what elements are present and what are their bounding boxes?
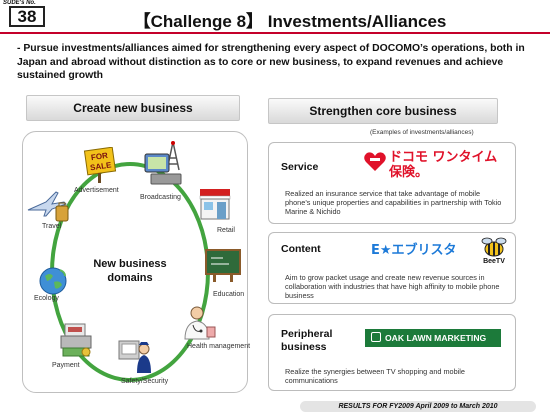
peripheral-business-card: Peripheral business OAK LAWN MARKETING R… (268, 314, 516, 391)
domain-education-label: Education (213, 291, 245, 298)
domain-retail-label: Retail (217, 227, 235, 234)
advertisement-icon: FOR SALE (83, 147, 117, 183)
domain-advertisement-label: Advertisement (74, 187, 119, 194)
health-management-icon (184, 306, 216, 340)
leaf-icon (371, 332, 381, 342)
content-description: Aim to grow packet usage and create new … (285, 273, 500, 300)
peripheral-business-title: Peripheral business (281, 328, 333, 353)
docomo-one-time-insurance-logo: ドコモ ワンタイム保険。 (361, 147, 501, 185)
service-title: Service (281, 161, 319, 173)
new-business-domains-label: New business domains (93, 258, 167, 284)
education-icon (205, 249, 241, 282)
safety-security-icon (118, 340, 151, 373)
create-new-business-header: Create new business (26, 95, 240, 121)
strengthen-core-business-header: Strengthen core business (268, 98, 498, 124)
content-title: Content (281, 243, 321, 255)
page-title: 【Challenge 8】 Investments/Alliances (133, 12, 447, 31)
examples-note: (Examples of investments/alliances) (370, 129, 474, 136)
domain-travel-label: Travel (42, 223, 62, 230)
retail-icon (199, 189, 231, 220)
svg-text:SALE: SALE (90, 160, 113, 172)
domain-broadcasting-label: Broadcasting (140, 194, 181, 201)
heart-mark-icon (364, 152, 386, 171)
domain-ecology-label: Ecology (34, 295, 59, 302)
payment-icon (60, 323, 92, 357)
domain-safety-security-label: Safety/Security (121, 378, 169, 385)
title-divider (0, 32, 550, 34)
oak-lawn-marketing-logo: OAK LAWN MARKETING (365, 329, 501, 347)
slide-number-label: SUDE's No. (3, 0, 36, 6)
domain-payment-label: Payment (52, 362, 80, 369)
e-star-epista-logo: E★エブリスタ (371, 243, 457, 258)
service-card: Service ドコモ ワンタイム保険。 Realized an insuran… (268, 142, 516, 224)
service-description: Realized an insurance service that take … (285, 189, 502, 216)
insurance-logo-text: ドコモ ワンタイム保険。 (389, 150, 498, 180)
slide-number: 38 (9, 6, 45, 27)
lead-text: - Pursue investments/alliances aimed for… (17, 43, 525, 81)
broadcasting-icon (144, 141, 182, 185)
oak-lawn-marketing-text: OAK LAWN MARKETING (385, 333, 487, 343)
content-card: Content E★エブリスタ BeeTV Aim to grow packet… (268, 232, 516, 304)
beetv-logo-text: BeeTV (483, 258, 505, 265)
footer-banner: RESULTS FOR FY2009 April 2009 to March 2… (300, 401, 536, 412)
travel-icon (27, 191, 69, 222)
domain-health-management-label: Health management (187, 343, 251, 350)
ecology-icon (39, 267, 67, 295)
beetv-logo: BeeTV (477, 236, 511, 268)
svg-text:FOR: FOR (90, 151, 108, 162)
peripheral-business-description: Realize the synergies between TV shoppin… (285, 367, 465, 385)
bee-icon (481, 237, 507, 257)
